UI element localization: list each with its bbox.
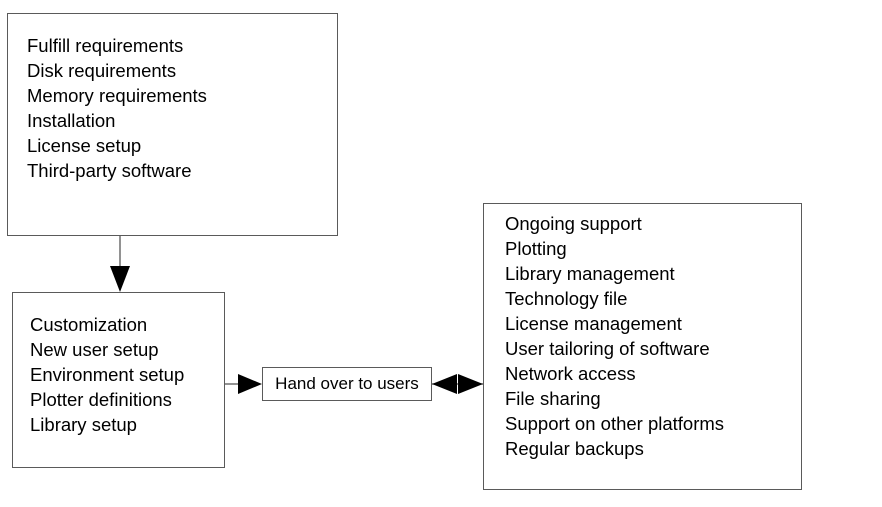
- list-item: Customization: [30, 314, 148, 335]
- box-ongoing-support: [483, 203, 802, 490]
- list-item: New user setup: [30, 339, 159, 360]
- list-item: License setup: [27, 135, 142, 156]
- arrow-requirements-to-setup-icon: [110, 236, 130, 292]
- list-item: Support on other platforms: [505, 413, 725, 434]
- list-item: License management: [505, 313, 682, 334]
- list-item: Third-party software: [27, 160, 192, 181]
- list-item: Ongoing support: [505, 213, 642, 234]
- list-item: Fulfill requirements: [27, 35, 184, 56]
- list-item: Disk requirements: [27, 60, 177, 81]
- list-item: User tailoring of software: [505, 338, 710, 359]
- arrow-setup-to-handover-icon: [225, 374, 262, 394]
- arrow-handover-to-support-bidirectional-icon: [432, 374, 483, 394]
- box-hand-over-to-users: [262, 367, 432, 401]
- list-item: Network access: [505, 363, 636, 384]
- list-item: File sharing: [505, 388, 601, 409]
- box-pre-installation-requirements: [7, 13, 338, 236]
- list-item: Regular backups: [505, 438, 644, 459]
- box-customization-and-setup: [12, 292, 225, 468]
- list-item: Library management: [505, 263, 675, 284]
- hand-over-to-users-label: Hand over to users: [275, 374, 419, 393]
- support-list: Ongoing support Plotting Library managem…: [505, 211, 724, 461]
- requirements-list: Fulfill requirements Disk requirements M…: [27, 33, 207, 183]
- list-item: Technology file: [505, 288, 628, 309]
- list-item: Plotter definitions: [30, 389, 172, 410]
- list-item: Installation: [27, 110, 116, 131]
- list-item: Library setup: [30, 414, 137, 435]
- list-item: Plotting: [505, 238, 567, 259]
- setup-list: Customization New user setup Environment…: [30, 312, 184, 437]
- list-item: Environment setup: [30, 364, 185, 385]
- list-item: Memory requirements: [27, 85, 207, 106]
